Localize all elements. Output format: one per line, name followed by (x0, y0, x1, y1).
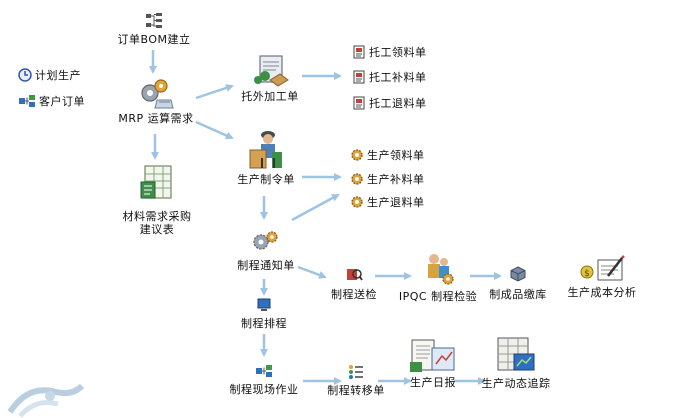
node-process-notice[interactable]: 制程通知单 (224, 230, 308, 272)
manufacturing-worker-icon (249, 131, 282, 169)
cost-writing-icon: $ (580, 255, 625, 281)
node-outsource-order[interactable]: 托外加工单 (228, 54, 312, 103)
process-notice-label: 制程通知单 (237, 259, 295, 272)
order-flow-icon (19, 95, 35, 107)
node-production-tracking[interactable]: 生产动态追踪 (474, 334, 558, 390)
document-icon (353, 45, 365, 59)
node-process-inspection-send[interactable]: 制程送检 (322, 266, 386, 301)
gear-icon (351, 173, 363, 185)
production-return-label: 生产退料单 (367, 195, 425, 209)
node-process-schedule[interactable]: 制程排程 (228, 298, 300, 330)
node-order-bom[interactable]: 订单BOM建立 (112, 12, 196, 46)
manufacturing-order-label: 生产制令单 (237, 173, 295, 186)
mrp-gears-icon (141, 79, 174, 109)
order-bom-label: 订单BOM建立 (117, 33, 191, 46)
node-production-supplement[interactable]: 生产补料单 (350, 172, 425, 186)
material-suggestion-label: 材料需求采购 建议表 (122, 210, 192, 236)
arrow-mrp-to-mo (195, 120, 234, 140)
production-tracking-label: 生产动态追踪 (481, 377, 551, 390)
node-ipqc[interactable]: IPQC 制程检验 (396, 252, 480, 303)
node-manufacturing-order[interactable]: 生产制令单 (226, 128, 306, 186)
node-daily-report[interactable]: 生产日报 (398, 336, 468, 389)
gear-icon (351, 149, 363, 161)
node-mrp[interactable]: MRP 运算需求 (108, 78, 204, 125)
daily-report-icon (410, 339, 455, 372)
node-cost-analysis[interactable]: $ 生产成本分析 (560, 254, 644, 299)
node-finished-storage[interactable]: 制成品缴库 (482, 266, 554, 301)
process-transfer-label: 制程转移单 (327, 384, 385, 397)
arrow-mrp-to-outsource (195, 84, 234, 100)
production-issue-label: 生产领料单 (367, 148, 425, 162)
clock-icon (18, 68, 32, 82)
node-outsource-return[interactable]: 托工退料单 (352, 96, 427, 110)
decorative-corner-graphic (7, 383, 85, 418)
node-production-return[interactable]: 生产退料单 (350, 195, 425, 209)
outsource-issue-label: 托工领料单 (369, 45, 427, 59)
production-supplement-label: 生产补料单 (367, 172, 425, 186)
document-icon (353, 70, 365, 84)
finished-storage-label: 制成品缴库 (489, 288, 547, 301)
ipqc-label: IPQC 制程检验 (398, 290, 478, 303)
outsource-order-label: 托外加工单 (241, 90, 299, 103)
node-outsource-supplement[interactable]: 托工补料单 (352, 70, 427, 84)
bom-tree-icon (146, 13, 162, 28)
cost-analysis-label: 生产成本分析 (567, 286, 637, 299)
plan-label: 计划生产 (35, 68, 81, 82)
node-material-suggestion[interactable]: 材料需求采购 建议表 (112, 164, 202, 236)
daily-report-label: 生产日报 (410, 376, 456, 389)
arrow-notice-to-docs (291, 193, 340, 222)
customer-order-label: 客户订单 (39, 94, 85, 108)
spreadsheet-report-icon (140, 165, 172, 199)
workflow-icon (256, 365, 272, 377)
monitor-icon (257, 298, 271, 311)
mrp-label: MRP 运算需求 (118, 112, 194, 125)
document-icon (353, 96, 365, 110)
node-plan[interactable]: 计划生产 (18, 68, 81, 82)
inspection-icon (347, 269, 363, 281)
outsource-supplement-label: 托工补料单 (369, 70, 427, 84)
node-outsource-issue[interactable]: 托工领料单 (352, 45, 427, 59)
svg-text:$: $ (584, 269, 590, 279)
cube-storage-icon (510, 266, 526, 282)
outsource-clipboard-icon (254, 55, 289, 87)
tracking-chart-icon (497, 337, 535, 371)
node-production-issue[interactable]: 生产领料单 (350, 148, 425, 162)
outsource-return-label: 托工退料单 (369, 96, 427, 110)
transfer-list-icon (349, 365, 363, 379)
node-shopfloor-operation[interactable]: 制程现场作业 (222, 364, 306, 396)
node-process-transfer[interactable]: 制程转移单 (320, 364, 392, 397)
process-schedule-label: 制程排程 (241, 317, 287, 330)
shopfloor-operation-label: 制程现场作业 (229, 383, 299, 396)
ipqc-team-icon (428, 254, 454, 285)
gears-icon (253, 231, 278, 250)
gear-icon (351, 196, 363, 208)
process-inspection-send-label: 制程送检 (331, 288, 377, 301)
arrow-notice-to-send (297, 265, 327, 279)
node-customer-order[interactable]: 客户订单 (18, 94, 85, 108)
